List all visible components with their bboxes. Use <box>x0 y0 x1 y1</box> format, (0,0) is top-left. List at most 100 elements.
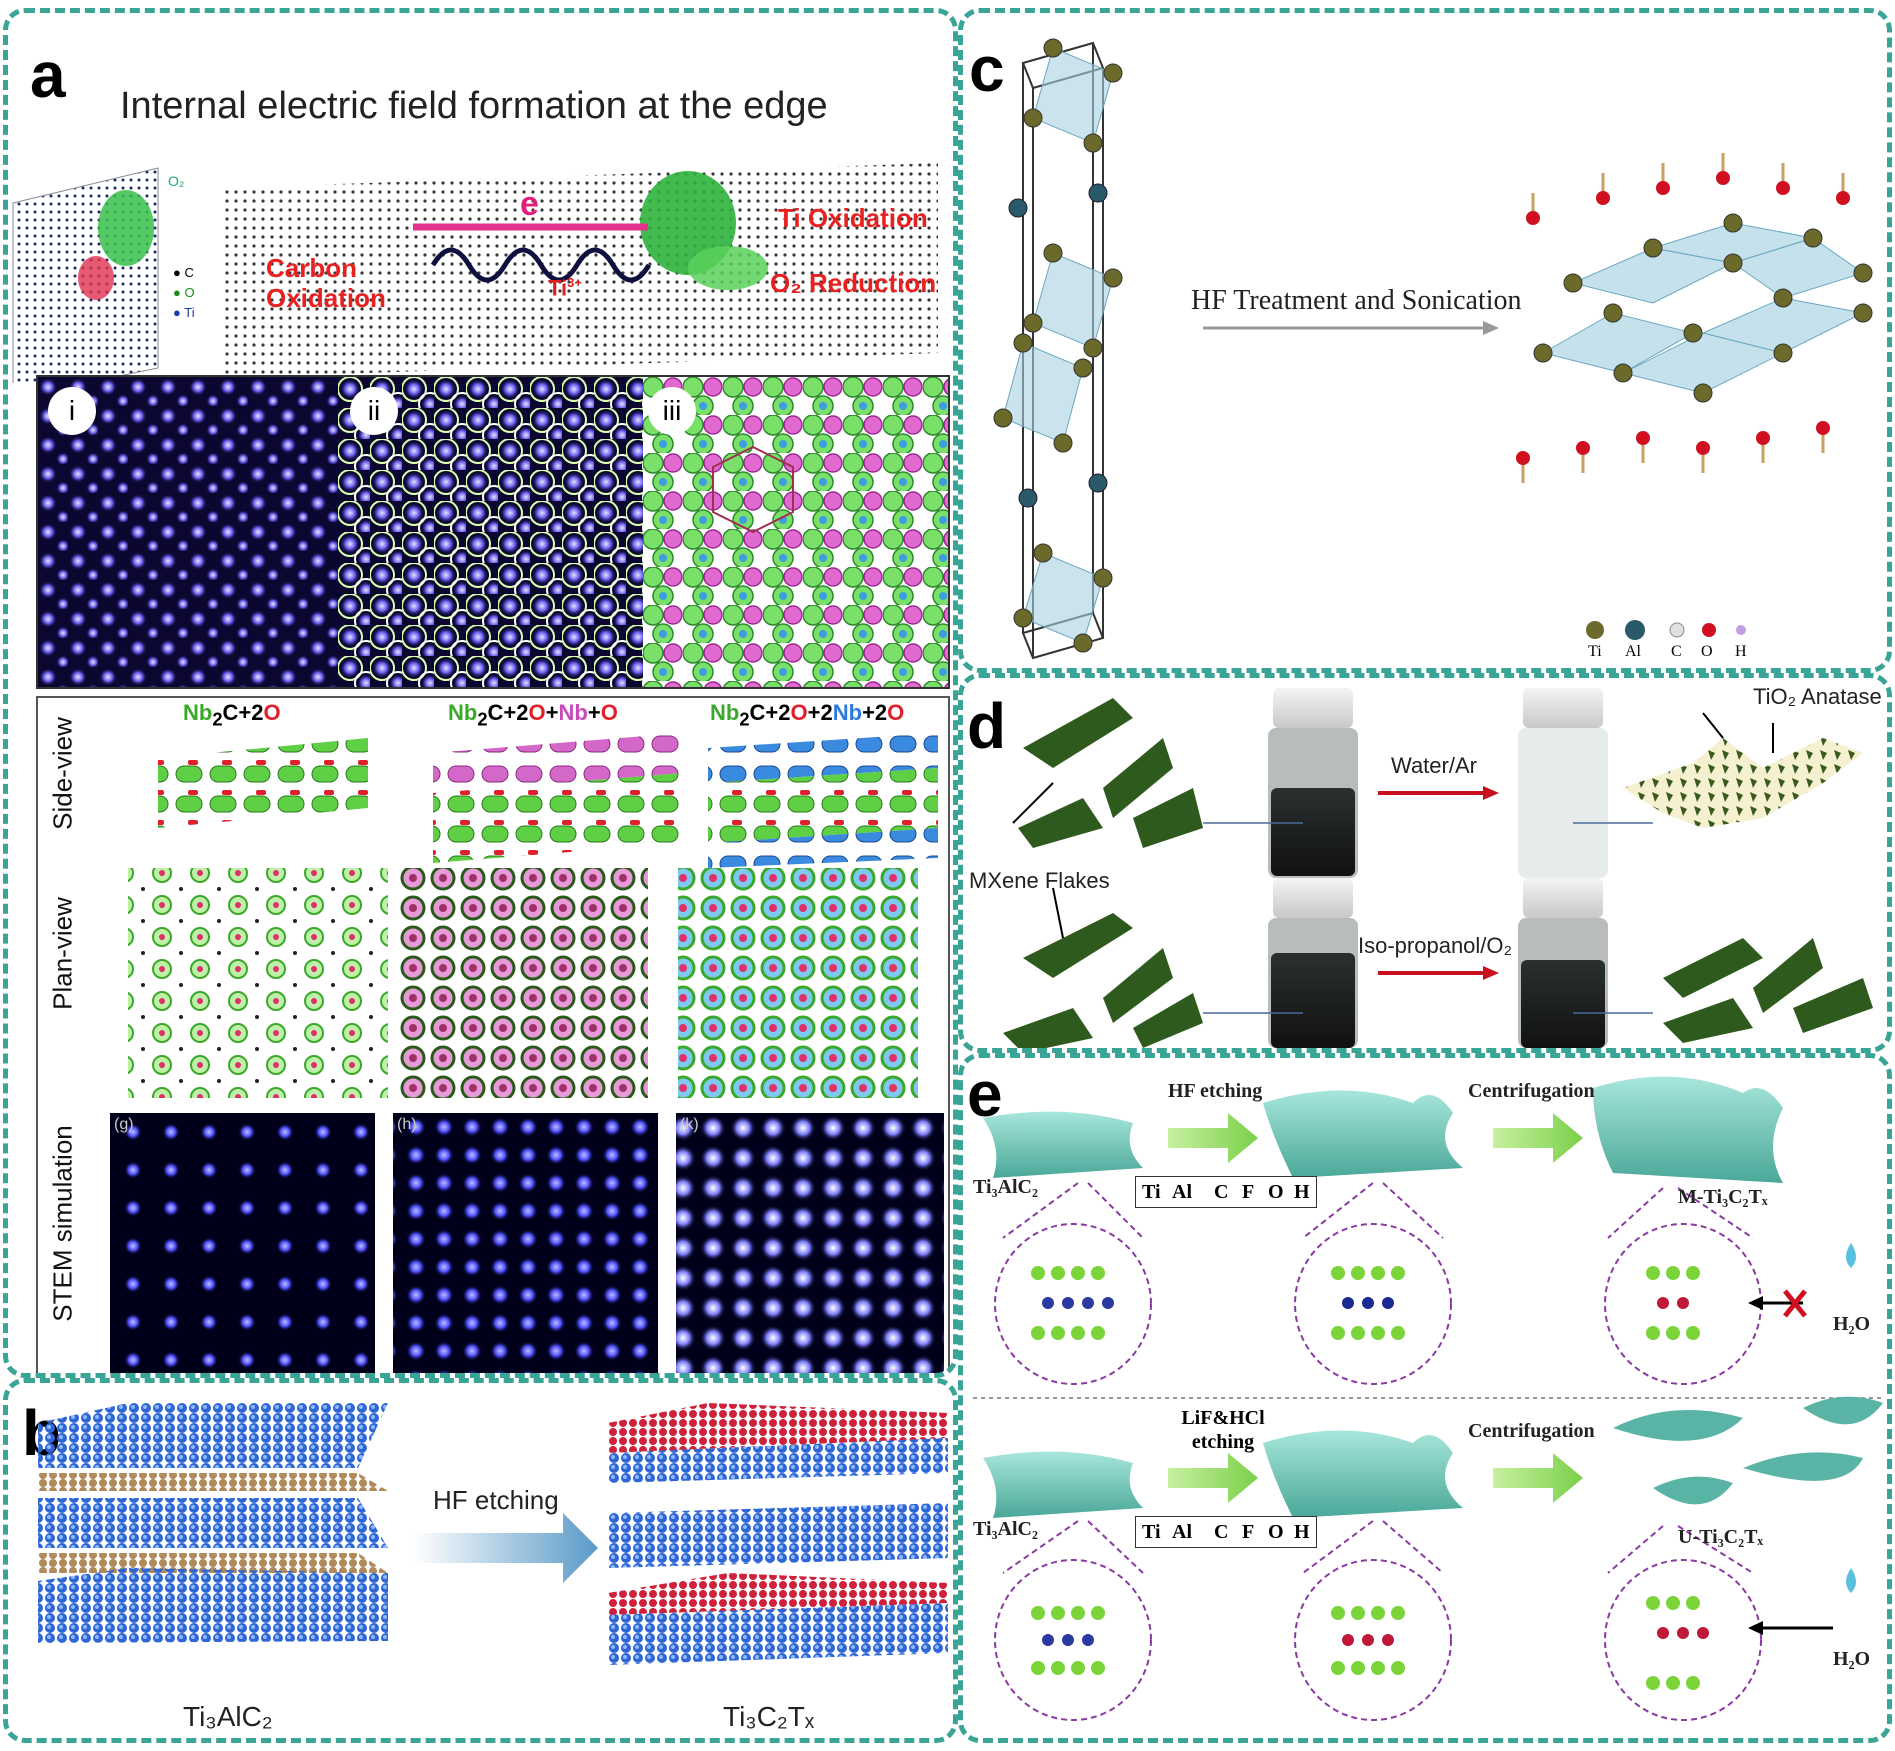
oxidized-flakes <box>1623 738 1863 828</box>
mxene-red-1 <box>608 1403 948 1453</box>
mxene-flakes-bottom <box>1003 913 1203 1048</box>
main-slab <box>223 163 938 378</box>
vial-1 <box>1268 688 1358 878</box>
stem-simulations <box>110 1113 944 1373</box>
legend-c: ● C <box>173 265 194 280</box>
bottom-step2-label: Centrifugation <box>1468 1420 1595 1442</box>
water-ar-label: Water/Ar <box>1391 753 1477 778</box>
plan-view-structures <box>128 868 918 1098</box>
mxene-layer-3 <box>608 1603 948 1665</box>
octahedra <box>1002 47 1114 644</box>
panel-a-label: a <box>30 39 66 111</box>
panel-e: e <box>958 1053 1892 1743</box>
top-step2-label: Centrifugation <box>1468 1080 1595 1102</box>
magnified-atoms <box>1031 1266 1709 1690</box>
stem-label-ii: ii <box>350 387 398 435</box>
panel-c: c <box>958 8 1892 673</box>
ti-atoms <box>993 38 1123 653</box>
bottom-sheet-1 <box>983 1451 1143 1518</box>
mxene-ti <box>1533 213 1873 403</box>
max-phase-cell <box>993 38 1873 660</box>
mxene-layer-2 <box>608 1503 948 1568</box>
bottom-sheet-2 <box>1263 1430 1463 1518</box>
etching-schematic <box>973 1076 1883 1721</box>
o2-small-label: O₂ <box>168 173 185 189</box>
left-compound-name: Ti₃AlC₂ <box>183 1701 273 1732</box>
stem-triptych: i ii iii <box>36 375 950 689</box>
legend-e-bottom: Ti Al C F O H <box>1135 1516 1317 1548</box>
bottom-flake-2 <box>1803 1396 1883 1425</box>
top-sheet-3 <box>1593 1076 1783 1183</box>
ti3alc2-layer-2 <box>38 1498 388 1548</box>
right-compound-name: Ti₃C₂Tₓ <box>723 1701 815 1732</box>
top-water-label: H₂O <box>1833 1313 1871 1335</box>
mxene-red-2 <box>608 1573 948 1615</box>
panel-d: d <box>958 673 1892 1053</box>
panel-e-label: e <box>967 1058 1003 1130</box>
edge-schematic <box>12 163 938 383</box>
ti3alc2-layer-3 <box>38 1568 388 1643</box>
oxidation-schematic <box>1003 688 1873 1048</box>
top-sheet-1 <box>983 1111 1143 1178</box>
sim-label-g: (g) <box>114 1116 134 1133</box>
panel-b: b HF etching Ti₃AlC₂ Ti₃C₂Tₓ <box>3 1378 958 1743</box>
top-start-label: Ti₃AlC₂ <box>973 1176 1038 1198</box>
mxene-flakes-label: MXene Flakes <box>969 868 1110 893</box>
panel-a: a Internal electric field formation at t… <box>3 8 958 1378</box>
formula-3: Nb2C+2O+2Nb+2O <box>710 700 905 730</box>
bottom-arrow-2 <box>1493 1453 1583 1503</box>
panel-d-label: d <box>967 690 1007 762</box>
carbon-oxidation-label: Carbon Oxidation <box>266 253 386 313</box>
ti3-label: Ti3+ <box>548 275 582 301</box>
mxene-layer-1 <box>608 1438 948 1483</box>
vial-3 <box>1268 878 1358 1048</box>
mxene-sheet <box>1541 222 1865 394</box>
formula-2: Nb2C+2O+Nb+O <box>448 700 618 730</box>
legend-e-top: Ti Al C F O H <box>1135 1176 1317 1208</box>
ti3alc2-layer-1 <box>38 1403 388 1468</box>
stem-image-iii <box>643 377 948 687</box>
oh-groups-bottom <box>1521 423 1825 483</box>
vial-2 <box>1518 688 1608 878</box>
panel-c-label: c <box>969 33 1005 105</box>
legend-ti: ● Ti <box>173 305 195 320</box>
panel-a-title: Internal electric field formation at the… <box>120 85 828 127</box>
bottom-flake-4 <box>1653 1476 1733 1505</box>
formula-1: Nb2C+2O <box>183 700 281 730</box>
oh-groups-top <box>1531 153 1845 223</box>
bottom-flake-3 <box>1743 1452 1863 1481</box>
simulation-grid: Side-view Plan-view STEM simulation Nb2C… <box>36 696 950 1373</box>
arrow-b <box>413 1513 598 1583</box>
stem-label-iii: iii <box>648 387 696 435</box>
side-view-structures <box>158 733 938 868</box>
mxene-flakes-top <box>1018 698 1203 848</box>
al-atoms <box>1008 183 1108 508</box>
mxene-flakes-right <box>1663 938 1873 1043</box>
top-end-label: M-Ti₃C₂Tₓ <box>1678 1186 1768 1208</box>
bottom-end-label: U-Ti₃C₂Tₓ <box>1678 1526 1764 1548</box>
sim-label-k: (k) <box>680 1116 699 1133</box>
bottom-start-label: Ti₃AlC₂ <box>973 1518 1038 1540</box>
ti3alc2-al-layer-2 <box>38 1553 388 1573</box>
ti-oxidation-label: Ti Oxidation <box>778 203 928 233</box>
arrow-c-label: HF Treatment and Sonication <box>1191 285 1522 316</box>
bottom-water-label: H₂O <box>1833 1648 1871 1670</box>
layered-structures <box>38 1403 948 1665</box>
top-arrow-2 <box>1493 1113 1583 1163</box>
isopropanol-label: Iso-propanol/O₂ <box>1358 933 1513 958</box>
anatase-label: TiO₂ Anatase <box>1753 684 1882 709</box>
legend-o: ● O <box>173 285 195 300</box>
top-arrow-1 <box>1168 1113 1258 1163</box>
bottom-flake-1 <box>1613 1410 1743 1441</box>
vial-4 <box>1518 878 1608 1048</box>
bottom-step1-label: LiF&HCl etching <box>1181 1407 1265 1453</box>
top-step1-label: HF etching <box>1168 1080 1263 1102</box>
o2-reduction-label: O₂ Reduction <box>770 268 937 298</box>
arrow-b-label: HF etching <box>433 1485 559 1515</box>
stem-label-i: i <box>48 387 96 435</box>
bottom-arrow-1 <box>1168 1453 1258 1503</box>
sim-label-h: (h) <box>397 1116 417 1133</box>
electron-label: e <box>520 185 539 223</box>
oh-o-bottom <box>1516 421 1830 465</box>
ti3alc2-al-layer-1 <box>38 1473 388 1491</box>
